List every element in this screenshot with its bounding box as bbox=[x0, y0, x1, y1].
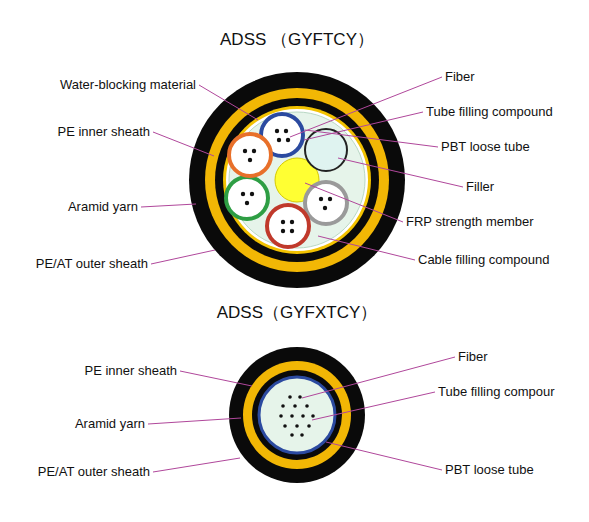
part-label: Aramid yarn bbox=[75, 416, 145, 432]
leader-lines bbox=[141, 77, 463, 472]
part-label: PBT loose tube bbox=[441, 139, 530, 155]
part-label: Fiber bbox=[458, 349, 488, 365]
part-label: PE/AT outer sheath bbox=[38, 464, 150, 480]
part-label: Filler bbox=[466, 179, 494, 195]
part-label: PBT loose tube bbox=[445, 462, 534, 478]
part-label: Water-blocking material bbox=[60, 77, 196, 93]
part-label: Fiber bbox=[445, 69, 475, 85]
part-label: FRP strength member bbox=[406, 214, 534, 230]
part-label: PE/AT outer sheath bbox=[36, 256, 148, 272]
part-label: Tube filling compound bbox=[426, 104, 553, 120]
diagram-title: ADSS （GYFTCY） bbox=[220, 30, 374, 50]
part-label: PE inner sheath bbox=[84, 363, 177, 379]
part-label: Tube filling compour bbox=[438, 384, 555, 400]
part-label: Aramid yarn bbox=[68, 199, 138, 215]
section-title: ADSS（GYFXTCY） bbox=[217, 303, 378, 323]
part-label: PE inner sheath bbox=[57, 124, 150, 140]
part-label: Cable filling compound bbox=[418, 252, 550, 268]
cable-cross-section bbox=[229, 347, 365, 483]
